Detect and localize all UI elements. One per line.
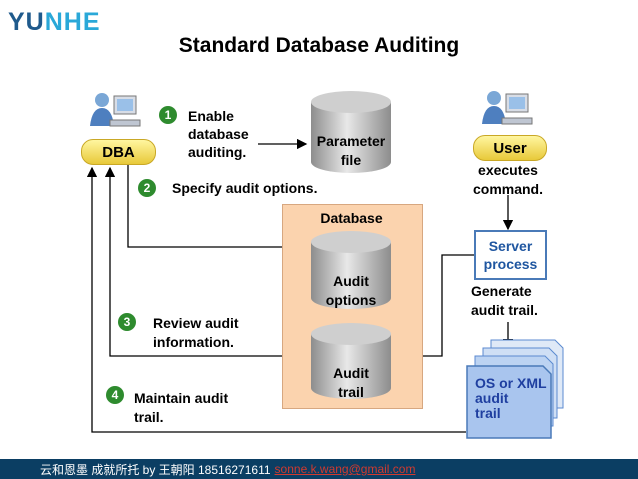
step-1-line2: database	[188, 126, 249, 142]
footer-text: 云和恩墨 成就所托 by 王朝阳 18516271611	[40, 462, 271, 477]
parameter-file-label: Parameter file	[309, 132, 393, 170]
os-xml-audit-label: OS or XML audit trail	[475, 376, 547, 421]
parameter-file-cylinder	[311, 91, 391, 173]
os-xml-line2: audit	[475, 390, 509, 406]
audit-trail-cylinder	[311, 323, 391, 399]
database-label: Database	[320, 210, 383, 226]
os-xml-audit-files-icon	[466, 339, 564, 439]
generate-line2: audit trail.	[471, 302, 538, 318]
step-1-text: Enable database auditing.	[188, 107, 249, 161]
step-3-text: Review audit information.	[153, 314, 239, 352]
step-4-badge: 4	[106, 386, 124, 404]
server-process-line1: Server	[488, 238, 533, 254]
step-3-line2: information.	[153, 334, 234, 350]
user-person-icon	[482, 91, 533, 125]
slide-title: Standard Database Auditing	[178, 34, 460, 57]
footer-email-link[interactable]: sonne.k.wang@gmail.com	[274, 462, 416, 476]
step-1-line1: Enable	[188, 108, 234, 124]
step-4-text: Maintain audit trail.	[134, 389, 228, 427]
user-action-line1: executes	[478, 162, 538, 178]
step-4-line2: trail.	[134, 409, 164, 425]
user-action-line2: command.	[472, 181, 543, 197]
generate-audit-trail-text: Generate audit trail.	[471, 282, 538, 320]
step-4-line1: Maintain audit	[134, 390, 229, 406]
step-2-badge: 2	[138, 179, 156, 197]
os-xml-line3: trail	[475, 405, 501, 421]
audit-trail-label: Audit trail	[309, 364, 393, 402]
logo-text-a: YU	[8, 8, 45, 36]
audit-options-cylinder	[311, 231, 391, 309]
step-3-line1: Review audit	[153, 315, 239, 331]
yunhe-logo: YUNHE	[8, 8, 101, 37]
parameter-file-line2: file	[340, 152, 362, 168]
user-action-text: executes command.	[458, 161, 558, 199]
server-process-box: Server process	[474, 230, 547, 280]
generate-line1: Generate	[471, 283, 532, 299]
audit-options-label: Audit options	[309, 272, 393, 310]
footer-bar: 云和恩墨 成就所托 by 王朝阳 18516271611 sonne.k.wan…	[0, 459, 638, 479]
server-process-line2: process	[483, 256, 538, 272]
audit-options-line2: options	[325, 292, 377, 308]
audit-trail-line1: Audit	[333, 365, 369, 381]
user-label: User	[473, 135, 547, 161]
step-1-line3: auditing.	[188, 144, 247, 160]
audit-trail-line2: trail	[338, 384, 364, 400]
dba-label: DBA	[81, 139, 156, 165]
dba-person-icon	[90, 93, 141, 127]
step-2-text: Specify audit options.	[172, 180, 318, 196]
parameter-file-line1: Parameter	[316, 133, 386, 149]
audit-options-line1: Audit	[333, 273, 369, 289]
logo-text-b: NHE	[44, 8, 101, 36]
os-xml-line1: OS or XML	[475, 375, 547, 391]
step-1-badge: 1	[159, 106, 177, 124]
step-3-badge: 3	[118, 313, 136, 331]
